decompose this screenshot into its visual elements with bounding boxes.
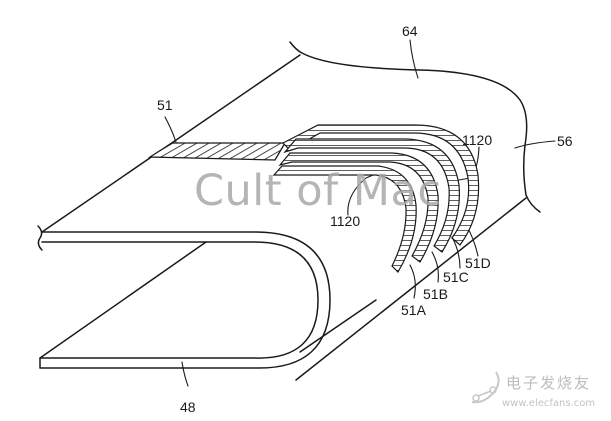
label-48: 48 (180, 399, 196, 415)
label-51B: 51B (423, 286, 448, 302)
watermark-cult-of-mac: Cult of Mac (194, 166, 442, 216)
folded-sheet-outer (39, 231, 331, 369)
label-51C: 51C (443, 269, 469, 285)
region-56-end (525, 194, 541, 213)
break-mark-left (37, 225, 43, 251)
leader-64 (409, 39, 419, 79)
elecfans-logo-icon (471, 371, 500, 404)
layer-51B (278, 152, 439, 263)
leader-1120-mid (347, 169, 386, 216)
layer-51-flat (147, 142, 287, 161)
layer-51C (283, 138, 460, 253)
lower-inner-diagonal (39, 241, 207, 359)
label-64: 64 (402, 23, 418, 39)
leader-51 (164, 116, 177, 143)
layer-51A (272, 165, 417, 273)
label-1120-mid: 1120 (330, 213, 361, 229)
elecfans-logo-url: www.elecfans.com (502, 398, 596, 409)
right-sheet-edge (295, 197, 527, 381)
region-64-outline (301, 52, 528, 196)
leader-48 (181, 361, 189, 387)
leader-51A (409, 264, 416, 299)
leader-56 (514, 140, 556, 149)
label-1120-top: 1120 (462, 132, 493, 148)
layer-51D (281, 124, 480, 246)
leader-51B (431, 251, 439, 283)
label-51: 51 (157, 97, 173, 113)
break-mark-top (289, 41, 303, 54)
lower-right-edge (299, 299, 377, 353)
label-51D: 51D (465, 255, 491, 271)
layer-stack (272, 124, 480, 273)
label-56: 56 (557, 133, 573, 149)
elecfans-logo-text: 电子发烧友 (506, 374, 592, 392)
label-51A: 51A (401, 302, 426, 318)
